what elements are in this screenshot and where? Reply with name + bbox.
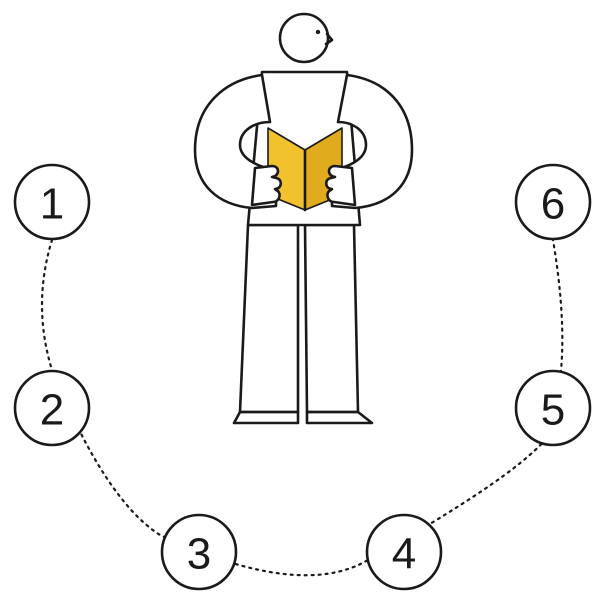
step-1: 1 xyxy=(15,165,89,239)
head xyxy=(280,14,332,62)
step-3: 3 xyxy=(162,515,236,589)
step-2-label: 2 xyxy=(40,386,64,435)
step-5-label: 5 xyxy=(541,386,565,435)
step-1-label: 1 xyxy=(40,180,64,229)
legs xyxy=(234,225,372,423)
person-reading-icon xyxy=(195,14,412,423)
step-3-label: 3 xyxy=(187,530,211,579)
step-6: 6 xyxy=(516,165,590,239)
step-6-label: 6 xyxy=(541,180,565,229)
left-hand xyxy=(252,166,281,205)
right-hand xyxy=(326,166,355,205)
step-4-label: 4 xyxy=(392,530,416,579)
step-2: 2 xyxy=(15,371,89,445)
step-5: 5 xyxy=(516,371,590,445)
cycle-connector xyxy=(42,240,562,575)
step-4: 4 xyxy=(367,515,441,589)
